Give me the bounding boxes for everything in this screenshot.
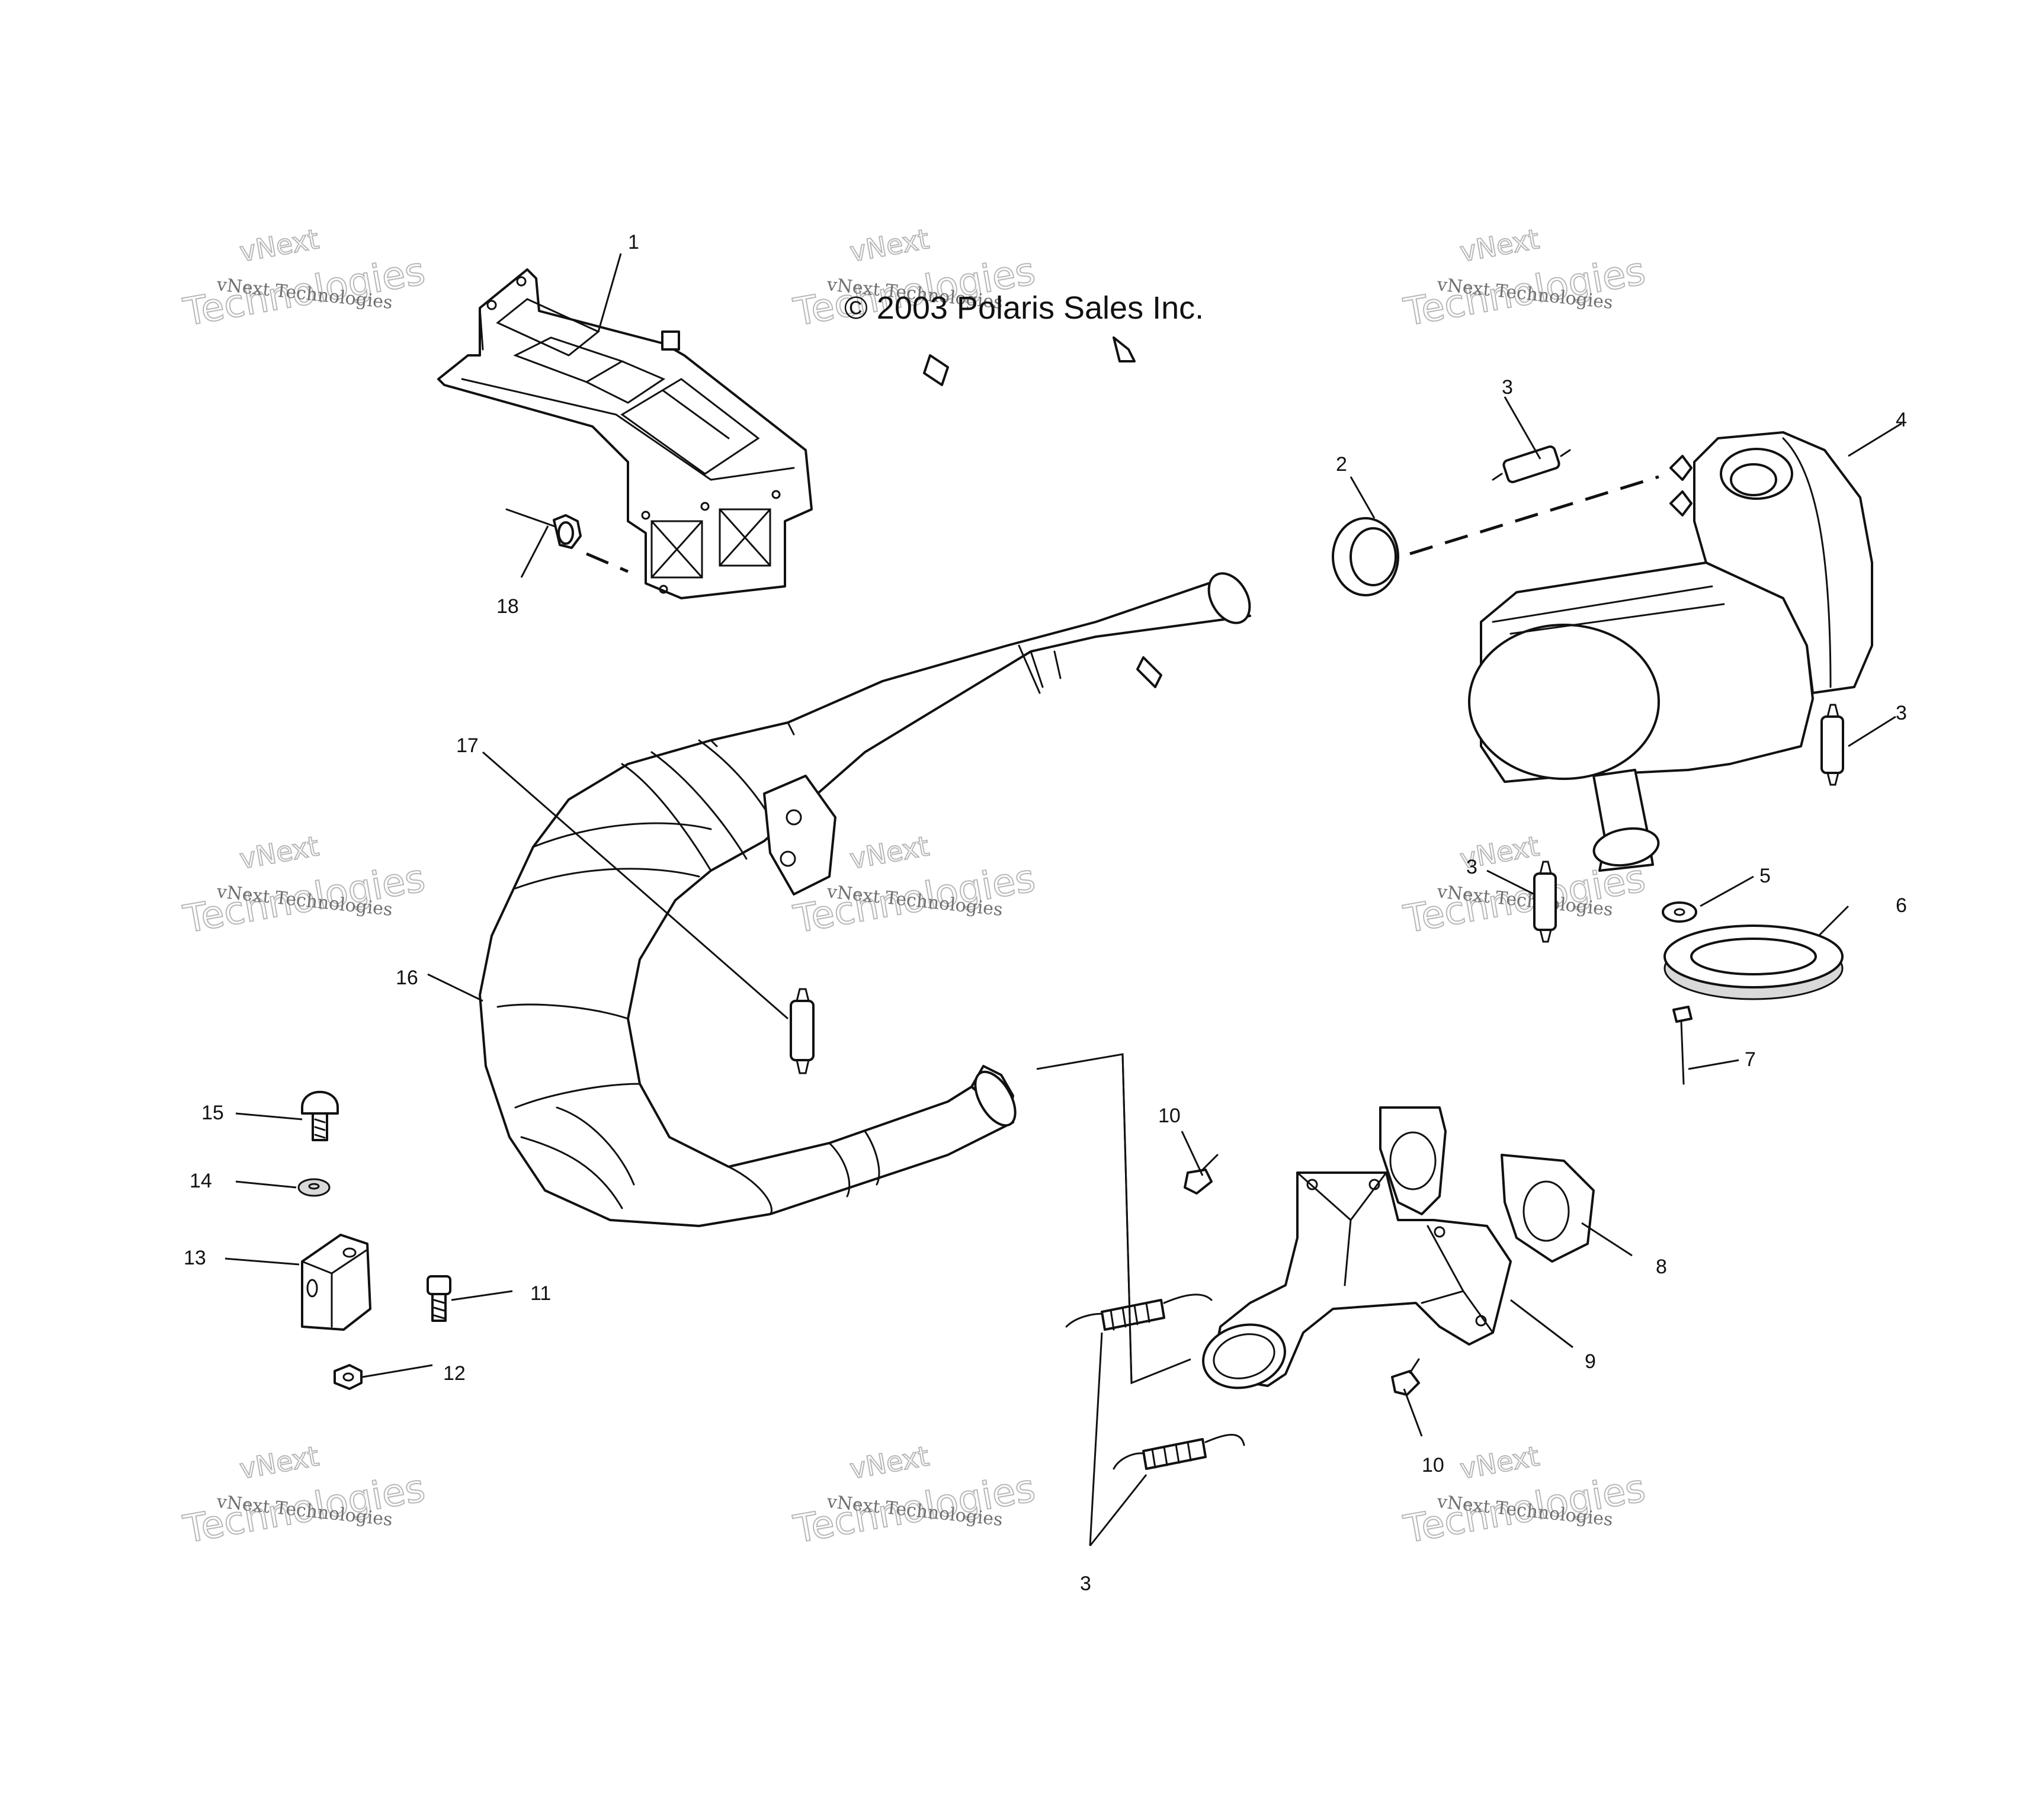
- callout-18: 18: [496, 595, 519, 618]
- part-9-manifold[interactable]: [1196, 1171, 1512, 1397]
- part-3-spring-upper[interactable]: [1492, 445, 1571, 483]
- callout-7: 7: [1745, 1048, 1756, 1071]
- callout-15: 15: [201, 1102, 224, 1124]
- part-5-washer[interactable]: [1662, 901, 1697, 923]
- watermark-word: vNext: [1457, 223, 1541, 268]
- part-2-seal[interactable]: [1332, 475, 1659, 596]
- part-17-spring[interactable]: [790, 988, 815, 1074]
- part-18-rivet[interactable]: [505, 508, 629, 573]
- part-8-gasket-left[interactable]: [1379, 1106, 1447, 1215]
- watermark-word: vNext: [847, 830, 931, 875]
- part-4-silencer[interactable]: [1468, 431, 1873, 872]
- watermark-word: vNext: [237, 1440, 321, 1485]
- watermark-word: vNext: [847, 223, 931, 268]
- callout-14: 14: [190, 1170, 212, 1192]
- callout-11: 11: [530, 1282, 551, 1305]
- callout-4: 4: [1896, 409, 1907, 431]
- leader-lines: [225, 253, 1902, 1546]
- watermark-word: vNext: [237, 830, 321, 875]
- callout-3: 3: [1080, 1572, 1091, 1595]
- callout-2: 2: [1336, 453, 1347, 476]
- copyright-notice: © 2003 Polaris Sales Inc.: [844, 290, 1204, 326]
- callout-10: 10: [1158, 1105, 1181, 1127]
- part-3-tension-spring-upper[interactable]: [1065, 1293, 1213, 1331]
- part-11-bolt[interactable]: [427, 1275, 451, 1322]
- watermark-word: vNext: [1457, 1440, 1541, 1485]
- callout-16: 16: [396, 967, 418, 989]
- part-6-grommet[interactable]: [1663, 925, 1844, 1000]
- grouping-bracket: [1036, 1053, 1191, 1385]
- part-3-spring-right[interactable]: [1820, 704, 1844, 786]
- part-14-washer[interactable]: [297, 1178, 331, 1197]
- callout-5: 5: [1759, 865, 1771, 887]
- part-7-rivet[interactable]: [1672, 1006, 1693, 1085]
- callouts: 1 2 3 4 3 3 5 6 7 8 9 10 10 11 12 13 14 …: [184, 231, 1907, 1595]
- callout-17: 17: [456, 734, 479, 757]
- callout-6: 6: [1896, 894, 1907, 917]
- watermarks: vNext Technologies vNext Technologies vN…: [179, 222, 1649, 1552]
- watermark-word: vNext: [847, 1440, 931, 1485]
- part-10-bolt-upper[interactable]: [1184, 1154, 1219, 1195]
- callout-12: 12: [443, 1362, 466, 1385]
- part-10-bolt-lower[interactable]: [1391, 1358, 1420, 1396]
- part-3-tension-spring-lower[interactable]: [1113, 1434, 1245, 1470]
- callout-3: 3: [1502, 376, 1513, 399]
- part-16-expansion-chamber[interactable]: [479, 336, 1258, 1227]
- part-3-spring-middle[interactable]: [1533, 861, 1557, 943]
- callout-9: 9: [1585, 1350, 1596, 1373]
- part-12-nut[interactable]: [334, 1364, 363, 1390]
- callout-3: 3: [1896, 702, 1907, 724]
- callout-3: 3: [1466, 856, 1477, 878]
- callout-10: 10: [1422, 1454, 1444, 1476]
- part-1-bracket[interactable]: [437, 268, 813, 599]
- part-15-bolt[interactable]: [301, 1090, 339, 1141]
- callout-1: 1: [628, 231, 639, 253]
- callout-13: 13: [184, 1247, 206, 1269]
- part-13-bracket[interactable]: [301, 1234, 371, 1331]
- callout-8: 8: [1656, 1256, 1667, 1278]
- part-8-gasket-right[interactable]: [1501, 1154, 1595, 1263]
- watermark-word: vNext: [237, 223, 321, 268]
